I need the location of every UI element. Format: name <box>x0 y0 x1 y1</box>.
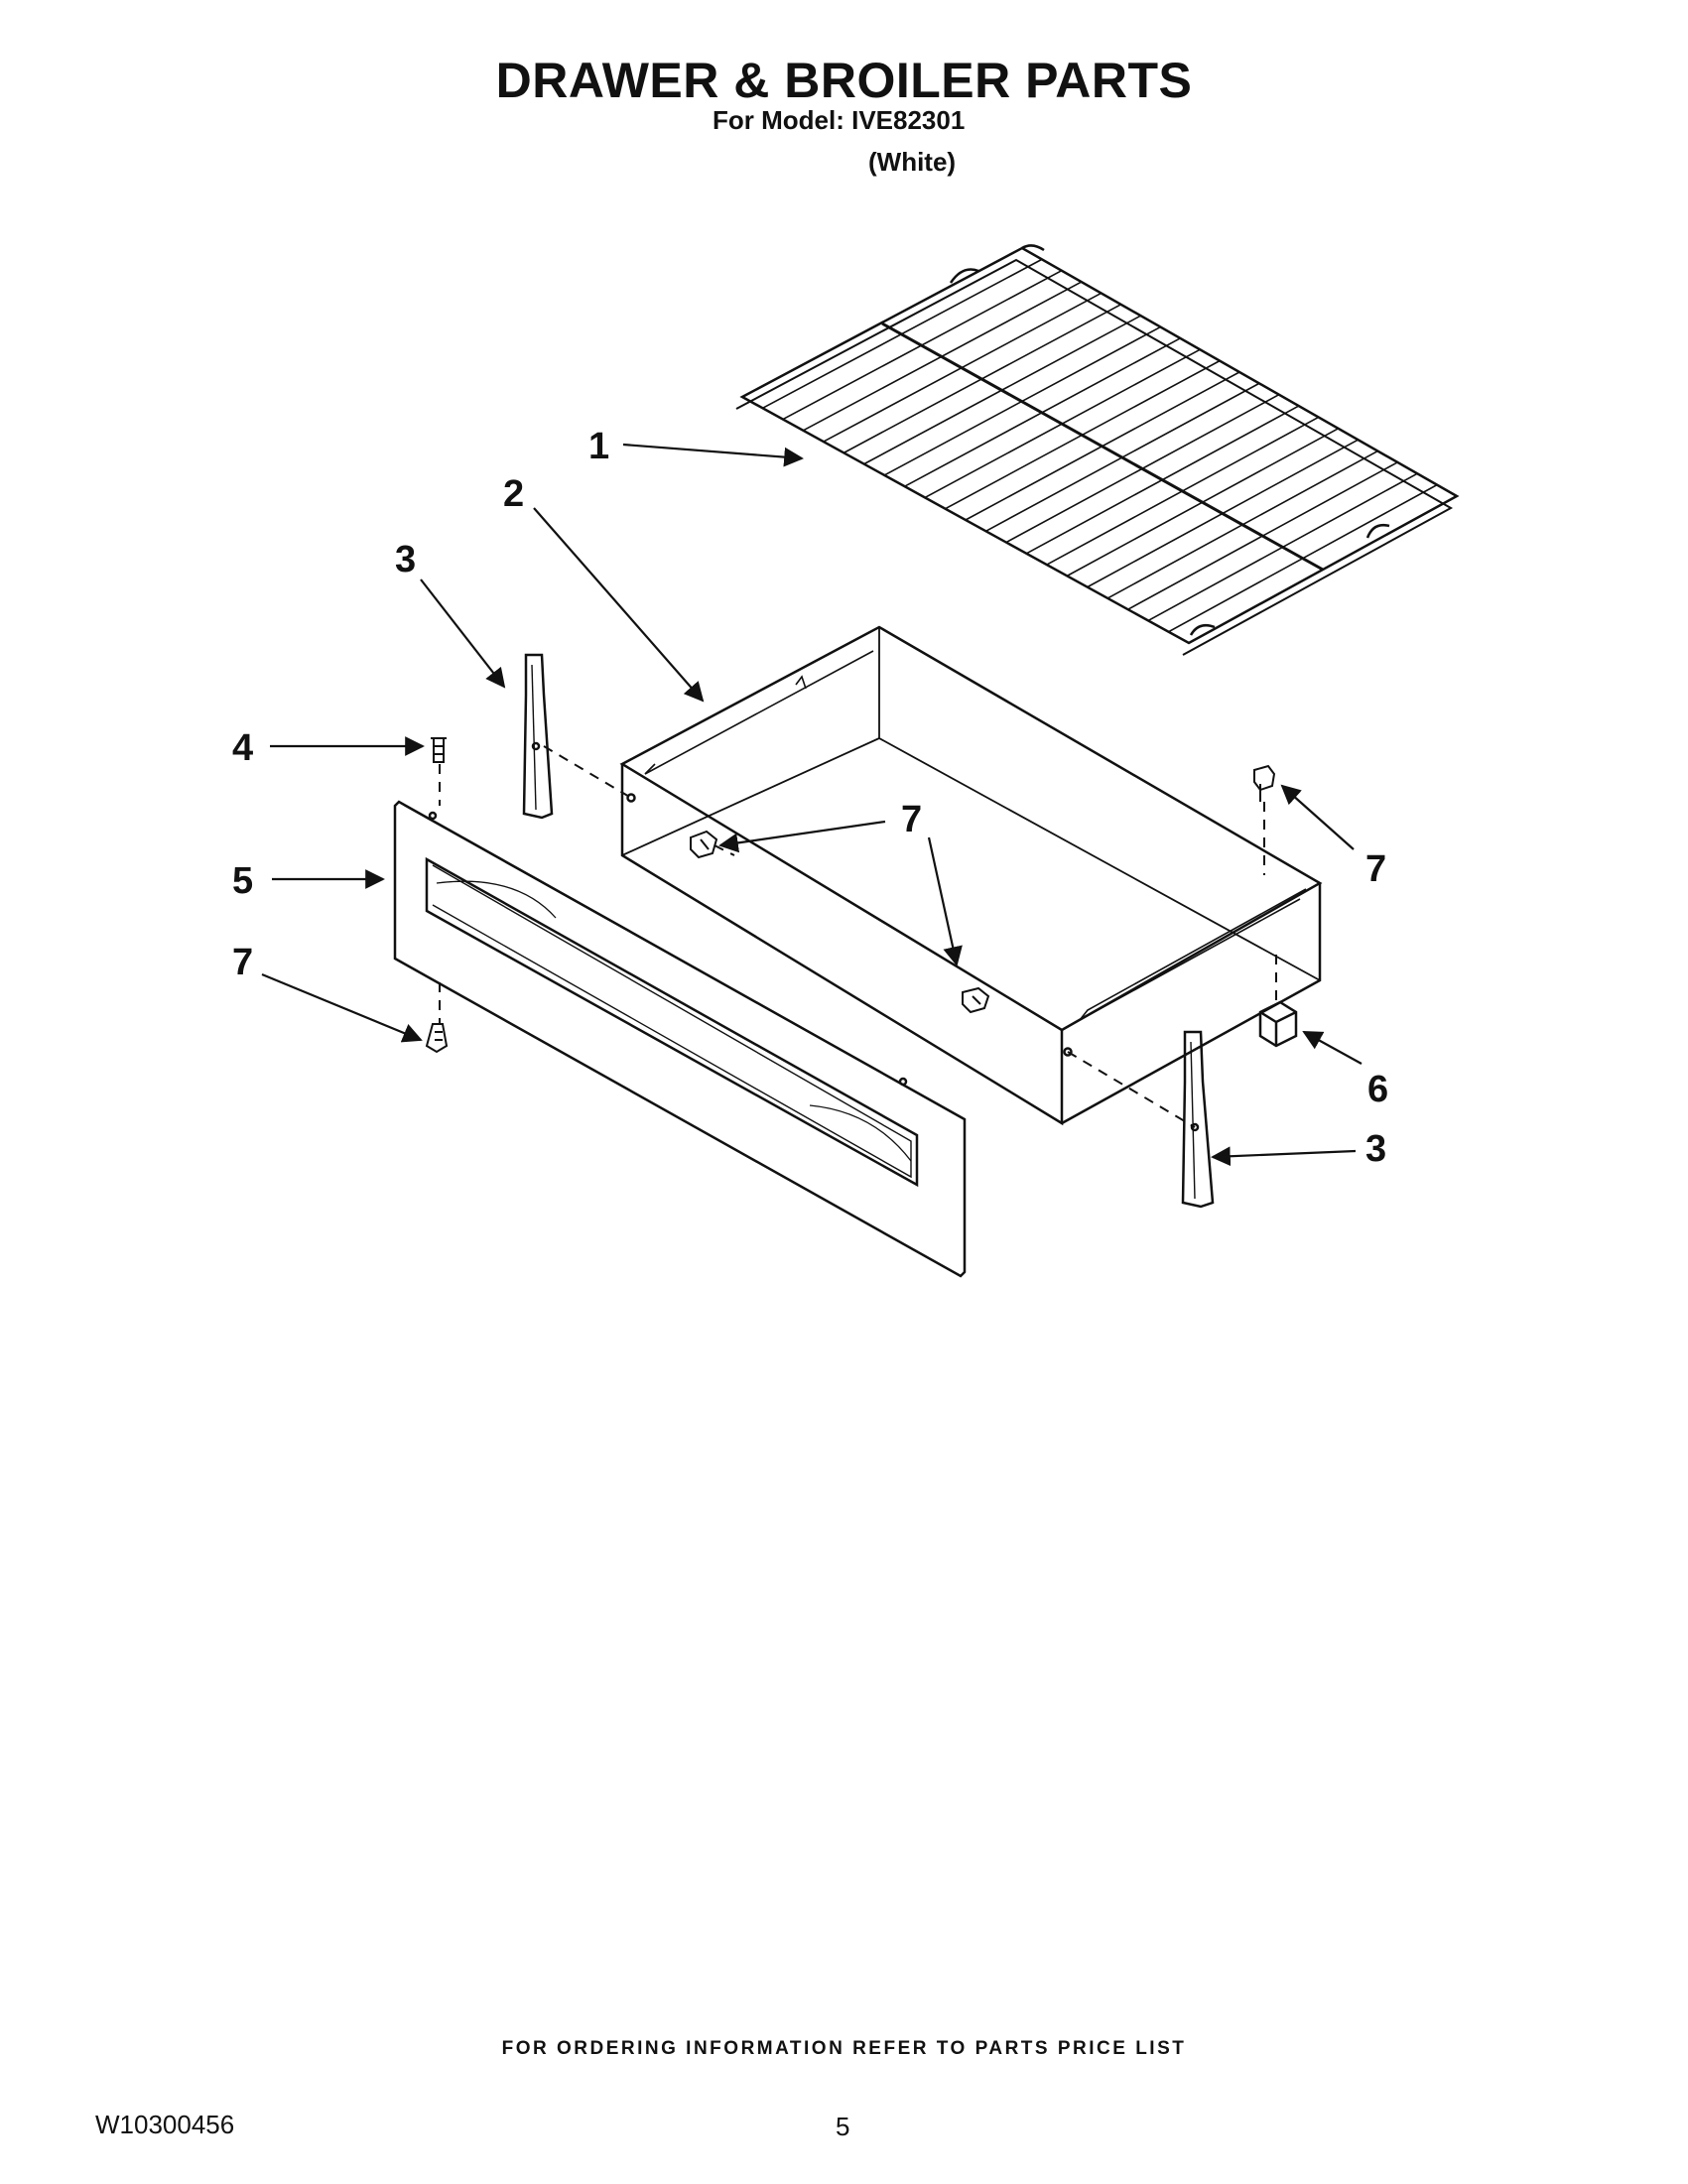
callout-5: 5 <box>232 860 253 902</box>
callout-6: 6 <box>1367 1069 1388 1110</box>
leader-1 <box>622 443 804 467</box>
page-title: DRAWER & BROILER PARTS <box>495 53 1193 108</box>
drawer-front-panel <box>393 800 967 1278</box>
callout-1: 1 <box>588 426 609 467</box>
model-line: For Model: IVE82301 <box>713 105 966 135</box>
leader-7a <box>261 972 423 1043</box>
callout-3b: 3 <box>1365 1128 1386 1170</box>
callouts: 1 2 3 3 4 5 6 7 7 7 <box>232 426 1388 1170</box>
drawer-slide-right <box>1181 1030 1215 1209</box>
leader-6 <box>1302 1031 1363 1065</box>
leader-3a <box>420 578 506 689</box>
drawer-stop <box>1258 1000 1298 1048</box>
callout-3a: 3 <box>395 539 416 580</box>
leader-7c <box>927 836 963 966</box>
screw-1 <box>690 830 718 859</box>
callout-4: 4 <box>232 727 253 769</box>
assembly-lines <box>439 745 1277 1128</box>
ordering-info-note: FOR ORDERING INFORMATION REFER TO PARTS … <box>501 2038 1187 2059</box>
callout-7a: 7 <box>901 799 922 840</box>
drawer-slide-left <box>522 653 554 820</box>
screw-2 <box>962 986 990 1014</box>
page-number: 5 <box>836 2112 850 2141</box>
leader-3b <box>1211 1146 1357 1167</box>
stud <box>431 737 447 763</box>
callout-7c: 7 <box>232 942 253 983</box>
callout-7b: 7 <box>1365 848 1386 890</box>
model-variant: (White) <box>868 147 957 177</box>
leader-7d <box>1280 784 1355 850</box>
drawer-body <box>619 625 1323 1126</box>
leader-2 <box>533 507 705 703</box>
leader-lines <box>261 443 1363 1167</box>
document-number: W10300456 <box>95 2110 235 2139</box>
callout-2: 2 <box>503 473 524 515</box>
screw-4 <box>425 1023 449 1054</box>
screw-3 <box>1253 764 1276 802</box>
leader-7b <box>718 820 886 853</box>
broiler-rack <box>735 244 1460 656</box>
